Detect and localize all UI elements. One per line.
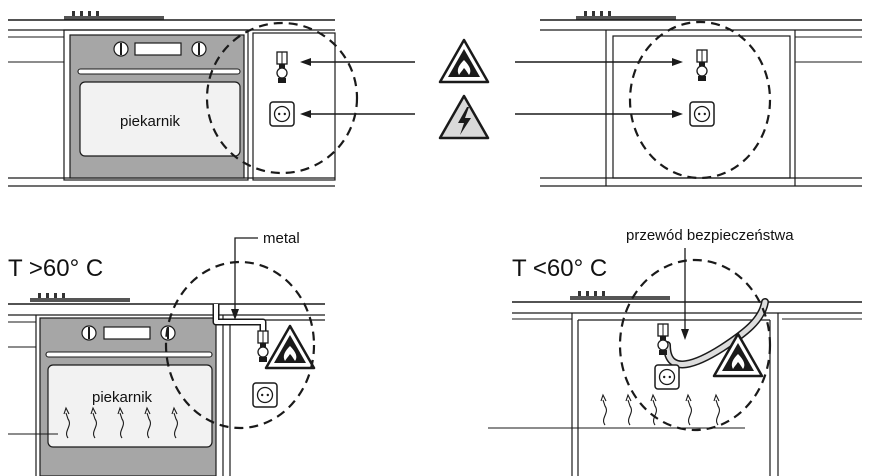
electric-socket-icon (252, 382, 278, 408)
electric-socket-icon (654, 364, 680, 390)
oven-top-left: piekarnik (69, 34, 245, 179)
gas-valve-icon (657, 323, 669, 356)
arrows-top (300, 58, 683, 118)
electric-warning-icon (438, 94, 490, 140)
panel-bottom-left: T >60° C piekarnik (8, 230, 325, 476)
flame-warning-icon (264, 324, 316, 370)
flame-warning-icon (438, 38, 490, 84)
panel-bottom-right: T <60° C przewód bezpieczeństwa (488, 227, 862, 476)
metal-label: metal (263, 230, 300, 247)
oven-bottom-left: piekarnik (39, 317, 217, 476)
temperature-high-label: T >60° C (8, 255, 103, 282)
gas-valve-icon (696, 49, 708, 82)
inspection-circle (618, 258, 772, 432)
oven-label-bottom: piekarnik (92, 389, 153, 406)
gas-valve-icon (276, 51, 288, 84)
safety-hose-label: przewód bezpieczeństwa (626, 227, 794, 244)
inspection-circle (164, 260, 316, 430)
electric-socket-icon (269, 101, 295, 127)
gas-valve-icon (257, 330, 269, 363)
hob-top-left (64, 11, 164, 20)
panel-top-left: piekarnik (8, 11, 359, 187)
inspection-circle (628, 20, 772, 180)
electric-socket-icon (689, 101, 715, 127)
panel-top-right (540, 11, 862, 187)
temperature-low-label: T <60° C (512, 255, 607, 282)
hob-bottom-right (570, 291, 670, 300)
flame-warning-icon (712, 332, 764, 378)
oven-label-top: piekarnik (120, 113, 181, 130)
hob-top-right (576, 11, 676, 20)
inspection-circle (205, 21, 359, 175)
hob-bottom-left (30, 293, 130, 302)
